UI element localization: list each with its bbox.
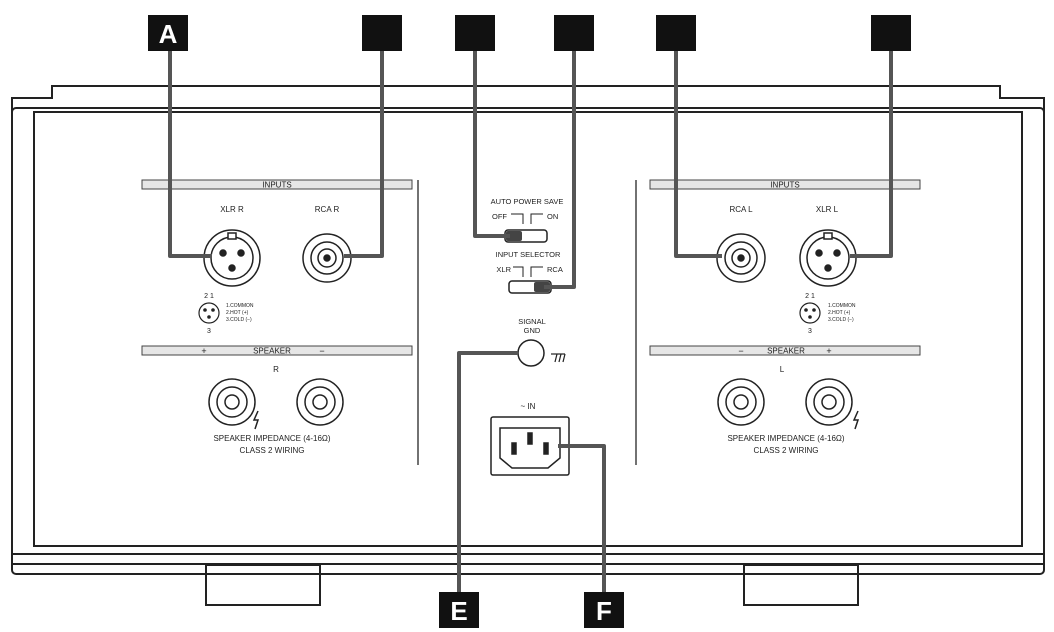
impedance-left: SPEAKER IMPEDANCE (4-16Ω) — [727, 434, 844, 443]
channel-letter-r: R — [273, 365, 279, 374]
svg-text:3: 3 — [808, 328, 812, 335]
svg-text:2 1: 2 1 — [805, 293, 815, 300]
xlr-l-connector — [799, 229, 857, 287]
feet — [205, 564, 859, 606]
svg-text:SIGNAL: SIGNAL — [518, 317, 546, 326]
svg-text:−: − — [319, 346, 324, 356]
leader-lines — [168, 45, 893, 598]
svg-text:2 1: 2 1 — [204, 293, 214, 300]
callout-h — [871, 15, 911, 51]
callout-g — [656, 15, 696, 51]
speaker-bar-left — [649, 345, 921, 356]
svg-text:1.COMMON: 1.COMMON — [226, 303, 254, 309]
impedance-right: SPEAKER IMPEDANCE (4-16Ω) — [213, 434, 330, 443]
right-channel-section: INPUTS XLR R RCA R 2 1 3 1. — [141, 179, 419, 465]
pin-diagram-right: 2 1 3 1.COMMON 2.HOT (+) 3.COLD (−) — [198, 293, 254, 335]
callout-b — [362, 15, 402, 51]
svg-text:2.HOT (+): 2.HOT (+) — [828, 310, 851, 316]
inputs-bar-right — [141, 179, 413, 190]
callout-d — [554, 15, 594, 51]
leader-g — [674, 45, 722, 258]
speaker-terminal-right-minus — [296, 378, 344, 426]
leader-e — [457, 351, 518, 598]
svg-text:2.HOT (+): 2.HOT (+) — [226, 310, 249, 316]
signal-gnd-terminal — [517, 339, 545, 367]
inputs-header-right: INPUTS — [262, 181, 291, 190]
svg-text:SPEAKER: SPEAKER — [253, 347, 291, 356]
speaker-terminal-left-minus — [717, 378, 765, 426]
callout-e: E — [439, 592, 479, 628]
rca-l-label: RCA L — [729, 205, 753, 214]
inputs-bar-left — [649, 179, 921, 190]
xlr-r-label: XLR R — [220, 205, 244, 214]
center-section: AUTO POWER SAVE OFF ON INPUT SELECTOR XL… — [490, 197, 570, 476]
auto-power-save-label: AUTO POWER SAVE — [491, 197, 564, 206]
speaker-terminal-right-plus — [208, 378, 256, 426]
svg-text:F: F — [596, 596, 612, 626]
leader-f — [558, 444, 606, 598]
speaker-terminal-left-plus — [805, 378, 853, 426]
rca-r-connector — [302, 233, 352, 283]
leader-b — [344, 45, 384, 258]
lightning-icon-left — [852, 410, 860, 430]
callout-tags: A E F — [148, 15, 911, 628]
svg-text:RCA: RCA — [547, 265, 563, 274]
xlr-r-connector — [203, 229, 261, 287]
callout-f: F — [584, 592, 624, 628]
svg-text:+: + — [826, 346, 831, 356]
leader-d — [544, 45, 576, 289]
ac-in-label: ~ IN — [521, 402, 536, 411]
rca-r-label: RCA R — [315, 205, 340, 214]
left-channel-section: INPUTS RCA L XLR L 2 1 3 1.COMMON 2.HOT … — [635, 179, 921, 465]
input-selector-label: INPUT SELECTOR — [496, 250, 561, 259]
wiring-left: CLASS 2 WIRING — [754, 446, 819, 455]
svg-text:−: − — [738, 346, 743, 356]
lightning-icon-right — [252, 410, 260, 430]
svg-text:3: 3 — [207, 328, 211, 335]
leader-a — [168, 45, 212, 258]
svg-text:A: A — [159, 19, 178, 49]
svg-text:3.COLD (−): 3.COLD (−) — [828, 317, 854, 323]
svg-text:ON: ON — [547, 212, 558, 221]
pin-diagram-left: 2 1 3 1.COMMON 2.HOT (+) 3.COLD (−) — [799, 293, 856, 335]
chassis — [11, 85, 1045, 575]
svg-text:OFF: OFF — [492, 212, 507, 221]
right-foot — [743, 564, 859, 606]
ground-icon — [551, 353, 566, 363]
leader-c — [473, 45, 510, 238]
svg-text:E: E — [450, 596, 467, 626]
channel-letter-l: L — [780, 365, 785, 374]
svg-text:1.COMMON: 1.COMMON — [828, 303, 856, 309]
callout-c — [455, 15, 495, 51]
speaker-bar-right — [141, 345, 413, 356]
svg-text:3.COLD (−): 3.COLD (−) — [226, 317, 252, 323]
ac-inlet — [490, 416, 570, 476]
auto-power-save-switch — [504, 229, 548, 243]
leader-h — [850, 45, 893, 258]
left-foot — [205, 564, 321, 606]
wiring-right: CLASS 2 WIRING — [240, 446, 305, 455]
svg-text:SPEAKER: SPEAKER — [767, 347, 805, 356]
svg-text:GND: GND — [524, 326, 541, 335]
svg-text:+: + — [201, 346, 206, 356]
callout-a: A — [148, 15, 188, 51]
svg-text:XLR: XLR — [496, 265, 511, 274]
rca-l-connector — [716, 233, 766, 283]
xlr-l-label: XLR L — [816, 205, 839, 214]
inputs-header-left: INPUTS — [770, 181, 799, 190]
